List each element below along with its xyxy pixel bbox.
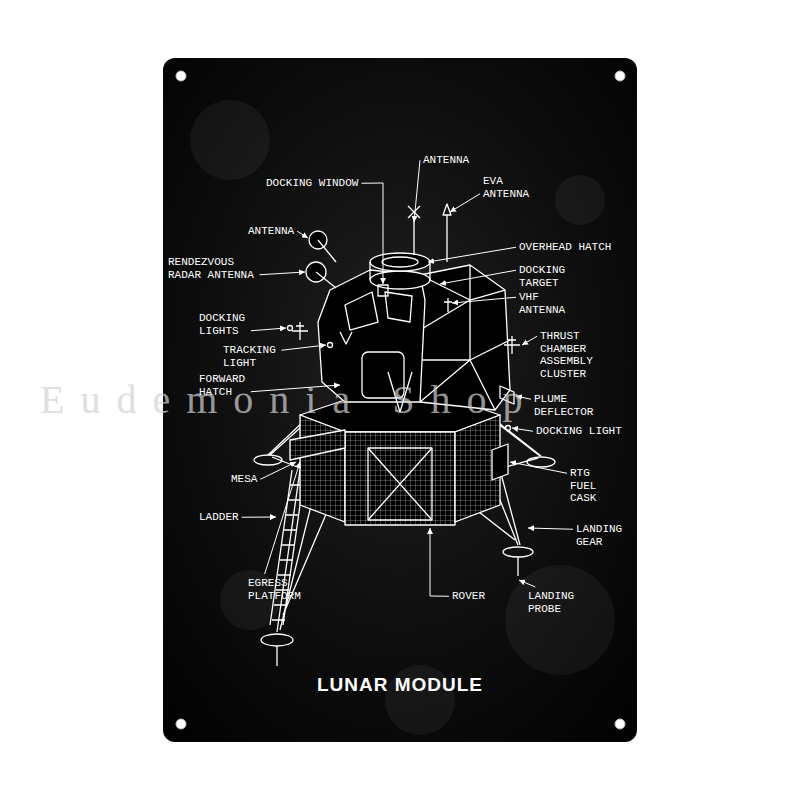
leader-line xyxy=(440,270,516,284)
callout-label: LANDING GEAR xyxy=(576,523,625,548)
callout-label: DOCKING WINDOW xyxy=(266,177,358,190)
callout-label: DOCKING LIGHTS xyxy=(199,312,248,337)
callout-label: RTG FUEL CASK xyxy=(570,467,599,505)
callout-label: VHF ANTENNA xyxy=(519,291,568,316)
leader-line xyxy=(361,183,383,284)
callout-label: DOCKING LIGHT xyxy=(536,425,622,438)
callout-label: RENDEZVOUS RADAR ANTENNA xyxy=(168,256,256,281)
callout-label: PLUME DEFLECTOR xyxy=(534,393,596,418)
callout-label: ROVER xyxy=(452,590,485,603)
leader-line xyxy=(414,160,420,222)
leader-line xyxy=(450,194,480,212)
callout-label: ANTENNA xyxy=(423,154,469,167)
callout-label: EGRESS PLATFORM xyxy=(248,577,303,602)
leader-line xyxy=(297,231,308,238)
watermark: Eudemonia Shop xyxy=(40,378,538,422)
leader-line xyxy=(281,345,326,350)
leader-line xyxy=(265,462,300,574)
callout-label: ANTENNA xyxy=(248,225,294,238)
callout-label: MESA xyxy=(231,473,257,486)
callout-label: TRACKING LIGHT xyxy=(223,344,278,369)
leader-line xyxy=(242,517,276,518)
leader-line xyxy=(528,528,573,529)
leader-line xyxy=(519,580,535,587)
leader-line xyxy=(259,272,305,275)
callout-label: FORWARD HATCH xyxy=(199,373,248,398)
callout-label: THRUST CHAMBER ASSEMBLY CLUSTER xyxy=(540,330,595,380)
leader-line xyxy=(512,428,533,431)
leader-line xyxy=(430,528,449,596)
callout-label: DOCKING TARGET xyxy=(519,264,568,289)
callout-label: EVA ANTENNA xyxy=(483,175,532,200)
leader-line xyxy=(428,247,516,262)
leader-line xyxy=(510,462,567,473)
leader-line xyxy=(260,462,296,479)
leader-line xyxy=(522,336,537,345)
leader-line xyxy=(452,297,516,303)
sign-title: LUNAR MODULE xyxy=(0,674,800,696)
callout-label: OVERHEAD HATCH xyxy=(519,241,611,254)
callout-label: LANDING PROBE xyxy=(528,590,577,615)
leader-line xyxy=(251,328,286,331)
callout-label: LADDER xyxy=(199,511,239,524)
